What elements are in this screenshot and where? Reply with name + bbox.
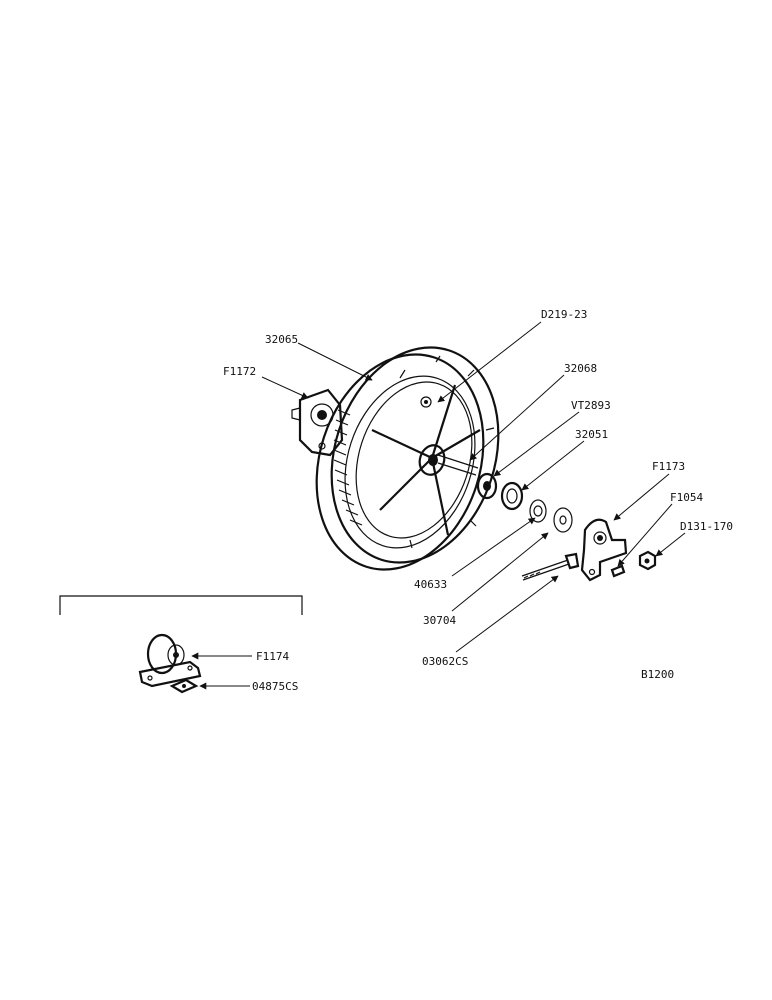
alternate-bracket-frame — [59, 595, 303, 615]
label-f1172: F1172 — [223, 365, 256, 378]
label-32068: 32068 — [564, 362, 597, 375]
label-f1174: F1174 — [256, 650, 289, 663]
figure-code: B1200 — [641, 668, 674, 681]
label-d219-23: D219-23 — [541, 308, 587, 321]
bracket-f1174 — [138, 633, 202, 688]
bracket-f1173 — [580, 518, 628, 582]
label-32051: 32051 — [575, 428, 608, 441]
label-04875cs: 04875CS — [252, 680, 298, 693]
label-vt2893: VT2893 — [571, 399, 611, 412]
label-d131-170: D131-170 — [680, 520, 733, 533]
label-40633: 40633 — [414, 578, 447, 591]
spacer-32051 — [500, 481, 524, 511]
label-30704: 30704 — [423, 614, 456, 627]
label-03062cs: 03062CS — [422, 655, 468, 668]
bearing-vt2893 — [476, 472, 498, 500]
leader-lines — [191, 321, 686, 690]
nut-d131-170 — [638, 550, 657, 571]
washer-40633 — [529, 499, 547, 523]
label-f1054: F1054 — [670, 491, 703, 504]
bracket-f1172 — [291, 388, 344, 457]
bolt-03062cs — [521, 552, 580, 581]
pin-f1054 — [610, 564, 626, 578]
washer-30704 — [553, 507, 573, 533]
wheel-assembly — [315, 346, 500, 571]
label-32065: 32065 — [265, 333, 298, 346]
plate-04875cs — [169, 678, 199, 694]
label-f1173: F1173 — [652, 460, 685, 473]
